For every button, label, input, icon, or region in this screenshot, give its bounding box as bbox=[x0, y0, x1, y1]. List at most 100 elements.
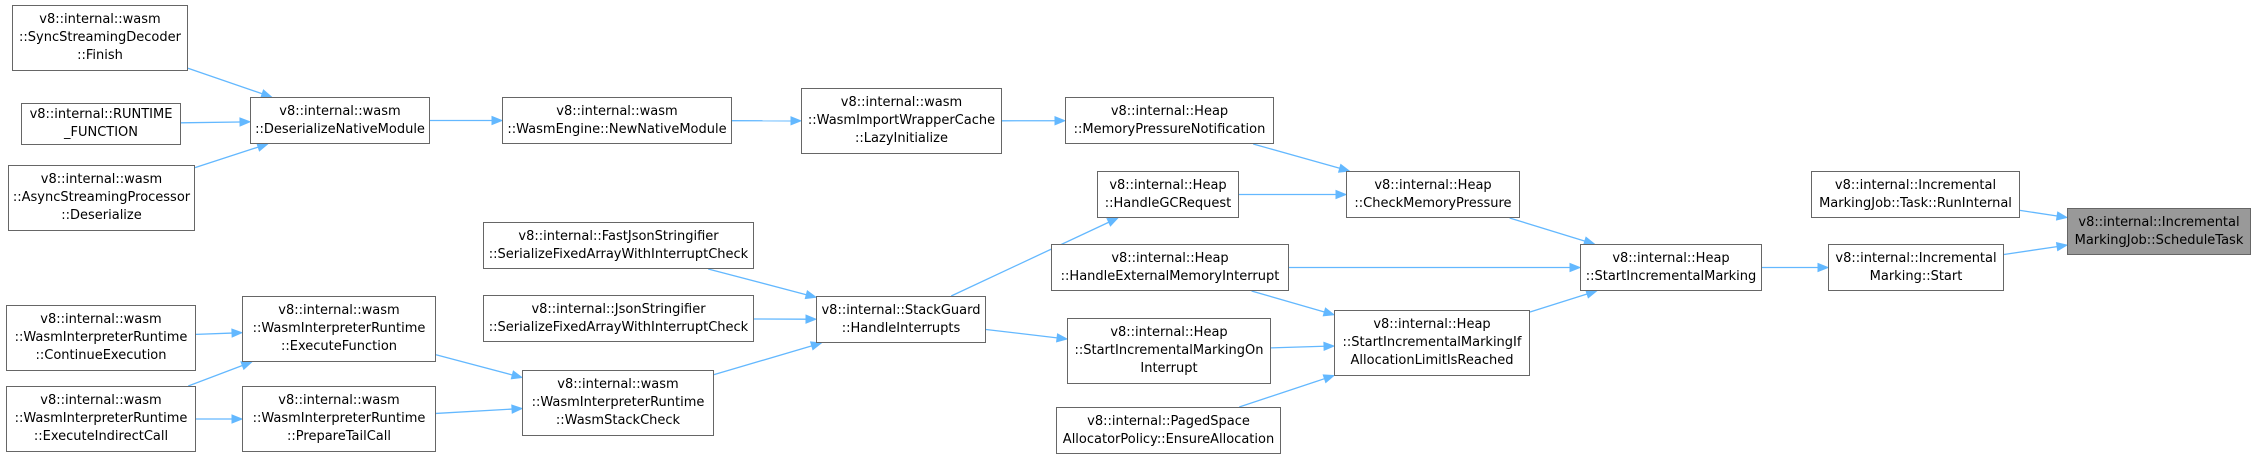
edge-arrowhead bbox=[1106, 217, 1120, 227]
node-label-line: v8::internal::wasm bbox=[278, 393, 400, 408]
edge-n01-n04 bbox=[187, 67, 263, 95]
node-heap-memory-pressure-notification[interactable]: v8::internal::Heap::MemoryPressureNotifi… bbox=[1065, 97, 1274, 144]
edge-n07-n09 bbox=[1253, 143, 1340, 169]
edge-arrowhead bbox=[805, 314, 818, 324]
node-label-line: ::HandleGCRequest bbox=[1104, 195, 1232, 211]
node-label-line: v8::internal::Heap bbox=[1110, 325, 1228, 340]
node-heap-start-incremental-marking-if-allocation-limit[interactable]: v8::internal::Heap::StartIncrementalMark… bbox=[1334, 310, 1530, 376]
node-runtime-function[interactable]: v8::internal::RUNTIME_FUNCTION bbox=[21, 103, 181, 145]
node-label-line: v8::internal::StackGuard bbox=[821, 302, 981, 318]
edge-arrowhead bbox=[1337, 163, 1351, 173]
edge-n16-n17 bbox=[435, 354, 513, 376]
edge-arrowhead bbox=[804, 289, 818, 300]
node-label-line: ::CheckMemoryPressure bbox=[1354, 195, 1512, 211]
edge-arrowhead bbox=[1817, 262, 1830, 273]
edge-arrowhead bbox=[1585, 289, 1598, 299]
node-label-line: ::StartIncrementalMarkingOn bbox=[1074, 343, 1264, 358]
node-label-line: v8::internal::wasm bbox=[40, 393, 162, 408]
node-label-line: v8::internal::wasm bbox=[556, 103, 678, 119]
edge-arrowhead bbox=[1056, 333, 1069, 343]
node-heap-handle-gc-request[interactable]: v8::internal::Heap::HandleGCRequest bbox=[1097, 171, 1239, 218]
edge-arrowhead bbox=[256, 142, 269, 152]
edge-arrowhead bbox=[809, 341, 823, 351]
node-label-line: ::WasmInterpreterRuntime bbox=[252, 411, 426, 426]
node-json-stringifier-serialize[interactable]: v8::internal::JsonStringifier::Serialize… bbox=[483, 295, 754, 342]
node-label-line: ::StartIncrementalMarking bbox=[1585, 268, 1757, 284]
node-label-line: ::WasmInterpreterRuntime bbox=[14, 330, 188, 345]
edge-n22-n21 bbox=[1239, 378, 1325, 408]
node-label-line: v8::internal::wasm bbox=[557, 377, 679, 392]
node-wasm-import-wrapper-cache-lazy-initialize[interactable]: v8::internal::wasm::WasmImportWrapperCac… bbox=[801, 88, 1002, 154]
edge-arrowhead bbox=[1322, 307, 1336, 317]
node-label-line: v8::internal::wasm bbox=[840, 95, 963, 110]
node-label-line: ::SerializeFixedArrayWithInterruptCheck bbox=[488, 319, 749, 335]
node-label-line: ::StartIncrementalMarkingIf bbox=[1342, 335, 1522, 350]
edge-arrowhead bbox=[231, 414, 244, 424]
node-label-line: v8::internal::Heap bbox=[1110, 103, 1229, 119]
edge-arrowhead bbox=[790, 116, 803, 126]
node-label-line: ::PrepareTailCall bbox=[287, 429, 391, 444]
node-heap-check-memory-pressure[interactable]: v8::internal::Heap::CheckMemoryPressure bbox=[1346, 171, 1520, 218]
node-label-line: ::DeserializeNativeModule bbox=[255, 121, 425, 137]
node-label-line: v8::internal::JsonStringifier bbox=[531, 301, 706, 317]
edge-arrowhead bbox=[1322, 374, 1336, 384]
node-async-streaming-processor-deserialize[interactable]: v8::internal::wasm::AsyncStreamingProces… bbox=[8, 165, 195, 231]
node-label-line: ::LazyInitialize bbox=[855, 131, 948, 146]
edge-arrowhead bbox=[2055, 211, 2069, 221]
node-wasm-engine-new-native-module[interactable]: v8::internal::wasm::WasmEngine::NewNativ… bbox=[502, 97, 732, 144]
edge-n12-n20 bbox=[985, 328, 1058, 339]
node-label-line: ::WasmInterpreterRuntime bbox=[531, 395, 705, 410]
edge-n12-n08 bbox=[950, 221, 1110, 297]
node-label-line: MarkingJob::Task::RunInternal bbox=[1819, 195, 2012, 211]
edge-arrowhead bbox=[1323, 341, 1336, 352]
node-interpreter-wasm-stack-check[interactable]: v8::internal::wasm::WasmInterpreterRunti… bbox=[522, 370, 714, 436]
edge-n24-n25 bbox=[2003, 245, 2058, 256]
edge-arrowhead bbox=[1569, 262, 1582, 273]
node-label-line: ::ContinueExecution bbox=[35, 348, 167, 363]
node-label-line: ::WasmEngine::NewNativeModule bbox=[507, 121, 727, 137]
edge-arrowhead bbox=[511, 404, 524, 414]
node-label-line: v8::internal::Incremental bbox=[1835, 250, 1997, 266]
node-heap-start-incremental-marking[interactable]: v8::internal::Heap::StartIncrementalMark… bbox=[1580, 244, 1762, 291]
node-label-line: ::ExecuteFunction bbox=[280, 339, 398, 354]
node-label-line: ::WasmImportWrapperCache bbox=[807, 113, 996, 128]
node-interpreter-execute-function[interactable]: v8::internal::wasm::WasmInterpreterRunti… bbox=[242, 296, 436, 362]
node-label-line: Interrupt bbox=[1140, 361, 1198, 376]
edge-n03-n04 bbox=[194, 146, 259, 169]
node-label-line: ::MemoryPressureNotification bbox=[1073, 121, 1266, 137]
node-label-line: ::WasmInterpreterRuntime bbox=[14, 411, 188, 426]
node-sync-streaming-decoder-finish[interactable]: v8::internal::wasm::SyncStreamingDecoder… bbox=[12, 5, 188, 71]
edge-n02-n04 bbox=[180, 121, 241, 124]
edge-arrowhead bbox=[510, 370, 524, 380]
edge-n19-n17 bbox=[435, 408, 513, 415]
edge-arrowhead bbox=[2055, 241, 2069, 252]
node-label-line: v8::internal::PagedSpace bbox=[1087, 413, 1250, 429]
edge-n21-n14 bbox=[1529, 293, 1588, 313]
node-label-line: v8::internal::RUNTIME bbox=[29, 107, 173, 122]
node-deserialize-native-module[interactable]: v8::internal::wasm::DeserializeNativeMod… bbox=[250, 97, 430, 144]
node-stack-guard-handle-interrupts[interactable]: v8::internal::StackGuard::HandleInterrup… bbox=[816, 296, 986, 343]
edge-arrowhead bbox=[1335, 189, 1348, 200]
edge-n23-n25 bbox=[2019, 209, 2058, 217]
node-label-line: ::WasmStackCheck bbox=[555, 413, 681, 428]
node-label-line: v8::internal::Heap bbox=[1109, 177, 1227, 193]
edge-n13-n21 bbox=[1251, 290, 1325, 313]
node-interpreter-continue-execution[interactable]: v8::internal::wasm::WasmInterpreterRunti… bbox=[6, 305, 196, 371]
node-label-line: v8::internal::wasm bbox=[279, 103, 401, 119]
node-label-line: v8::internal::Heap bbox=[1612, 250, 1730, 266]
node-label-line: ::WasmInterpreterRuntime bbox=[252, 321, 426, 336]
node-heap-start-incremental-marking-on-interrupt[interactable]: v8::internal::Heap::StartIncrementalMark… bbox=[1067, 318, 1271, 384]
node-interpreter-prepare-tail-call[interactable]: v8::internal::wasm::WasmInterpreterRunti… bbox=[242, 386, 436, 452]
node-label-line: _FUNCTION bbox=[63, 125, 139, 140]
node-heap-handle-external-memory-interrupt[interactable]: v8::internal::Heap::HandleExternalMemory… bbox=[1051, 244, 1289, 291]
edge-n15-n16 bbox=[195, 332, 233, 336]
node-fast-json-stringifier-serialize[interactable]: v8::internal::FastJsonStringifier::Seria… bbox=[483, 222, 754, 269]
edge-arrowhead bbox=[1054, 115, 1067, 126]
node-label-line: v8::internal::wasm bbox=[39, 12, 161, 27]
node-interpreter-execute-indirect-call[interactable]: v8::internal::wasm::WasmInterpreterRunti… bbox=[6, 386, 196, 452]
